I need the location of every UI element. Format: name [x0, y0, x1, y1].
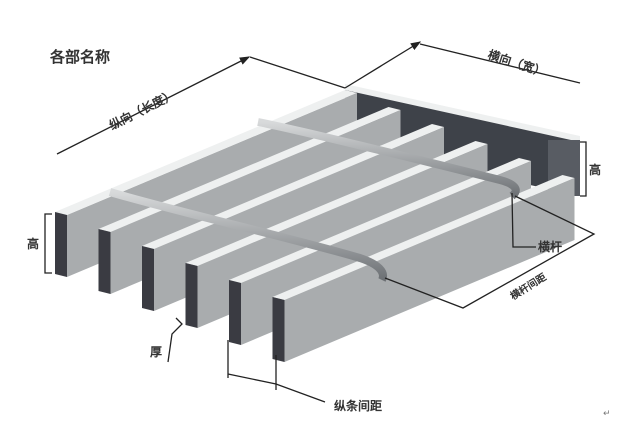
height-label-left: 高	[27, 236, 39, 251]
bearing-bar-top	[229, 158, 531, 283]
diagram-title: 各部名称	[49, 48, 110, 66]
cross-bar-rear	[257, 118, 520, 200]
bearing-bar-front	[55, 212, 67, 277]
height-label-right: 高	[589, 162, 601, 177]
cross-bar-front	[108, 188, 387, 282]
longitudinal-arrow	[56, 56, 251, 155]
bearing-bar-top	[272, 175, 575, 300]
dimension-lines	[44, 41, 596, 403]
bearing-bar-front	[142, 246, 154, 311]
bar-spacing-leader	[227, 373, 326, 403]
bearing-bar-spacing-label: 纵条间距	[334, 398, 382, 413]
bearing-bar-front	[98, 229, 111, 294]
return-mark: ↵	[603, 409, 611, 419]
cross-bar-spacing-leader	[384, 195, 596, 309]
longitudinal-label: 纵向（长度）	[107, 87, 178, 133]
thickness-label: 厚	[150, 345, 162, 359]
bearing-bar-front	[272, 297, 285, 362]
bearing-bar-front	[185, 263, 198, 328]
bearing-bar-front	[229, 280, 241, 345]
transverse-label: 横向（宽）	[486, 47, 548, 80]
bearing-bar-top	[55, 90, 357, 215]
cross-bar-spacing-label: 横杆间距	[508, 270, 549, 302]
height-bracket-left	[44, 213, 52, 274]
cross-bar-label: 横杆	[538, 239, 562, 254]
transverse-arrow	[344, 41, 422, 89]
height-bracket-right	[580, 141, 587, 197]
cross-bar-leader	[511, 192, 536, 248]
bearing-bar-side	[284, 178, 575, 362]
thickness-leader	[167, 317, 183, 363]
